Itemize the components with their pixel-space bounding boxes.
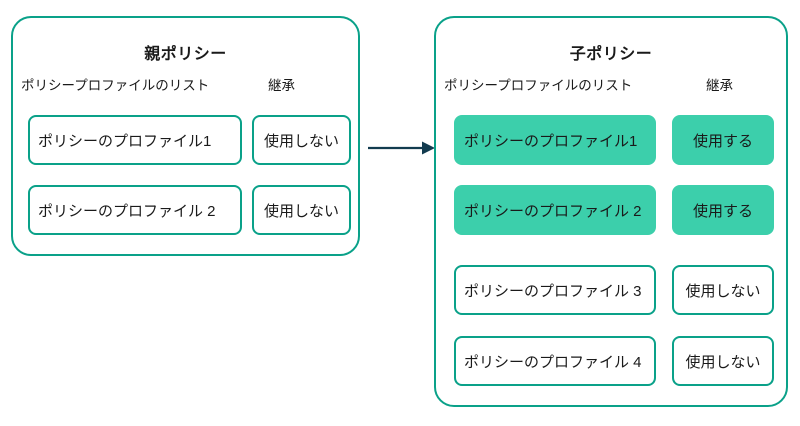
child-policy-panel: 子ポリシー ポリシープロファイルのリスト 継承 ポリシーのプロファイル1 使用す… <box>434 16 788 407</box>
table-row: ポリシーのプロファイル 3 使用しない <box>436 265 786 315</box>
child-profile-label-1: ポリシーのプロファイル1 <box>464 132 638 150</box>
child-profile-label-4: ポリシーのプロファイル 4 <box>464 353 642 371</box>
arrow-right-icon <box>368 141 435 155</box>
child-profile-box-3[interactable]: ポリシーのプロファイル 3 <box>454 265 656 315</box>
table-row: ポリシーのプロファイル 2 使用しない <box>13 185 358 235</box>
parent-profile-box-2[interactable]: ポリシーのプロファイル 2 <box>28 185 242 235</box>
child-profile-box-4[interactable]: ポリシーのプロファイル 4 <box>454 336 656 386</box>
child-inheritance-box-1[interactable]: 使用する <box>672 115 774 165</box>
table-row: ポリシーのプロファイル1 使用しない <box>13 115 358 165</box>
child-inheritance-label-3: 使用しない <box>685 282 761 300</box>
child-inheritance-box-4[interactable]: 使用しない <box>672 336 774 386</box>
parent-profile-label-1: ポリシーのプロファイル1 <box>38 132 212 150</box>
table-row: ポリシーのプロファイル 4 使用しない <box>436 336 786 386</box>
parent-column-header-inheritance: 継承 <box>268 78 295 93</box>
child-profile-box-1[interactable]: ポリシーのプロファイル1 <box>454 115 656 165</box>
child-inheritance-box-2[interactable]: 使用する <box>672 185 774 235</box>
child-inheritance-label-4: 使用しない <box>685 353 761 371</box>
child-inheritance-label-1: 使用する <box>692 132 753 150</box>
parent-inheritance-label-2: 使用しない <box>263 202 339 220</box>
child-inheritance-label-2: 使用する <box>692 202 753 220</box>
child-profile-label-3: ポリシーのプロファイル 3 <box>464 282 642 300</box>
parent-policy-panel: 親ポリシー ポリシープロファイルのリスト 継承 ポリシーのプロファイル1 使用し… <box>11 16 360 256</box>
parent-inheritance-label-1: 使用しない <box>263 132 339 150</box>
child-policy-title: 子ポリシー <box>569 46 653 63</box>
child-column-header-profiles: ポリシープロファイルのリスト <box>444 78 633 93</box>
child-column-header-inheritance: 継承 <box>706 78 733 93</box>
table-row: ポリシーのプロファイル 2 使用する <box>436 185 786 235</box>
parent-column-header-profiles: ポリシープロファイルのリスト <box>21 78 210 93</box>
parent-inheritance-box-1[interactable]: 使用しない <box>252 115 351 165</box>
child-profile-label-2: ポリシーのプロファイル 2 <box>464 202 642 220</box>
parent-profile-box-1[interactable]: ポリシーのプロファイル1 <box>28 115 242 165</box>
child-inheritance-box-3[interactable]: 使用しない <box>672 265 774 315</box>
parent-policy-title: 親ポリシー <box>144 46 227 63</box>
table-row: ポリシーのプロファイル1 使用する <box>436 115 786 165</box>
parent-profile-label-2: ポリシーのプロファイル 2 <box>38 202 216 220</box>
parent-inheritance-box-2[interactable]: 使用しない <box>252 185 351 235</box>
child-profile-box-2[interactable]: ポリシーのプロファイル 2 <box>454 185 656 235</box>
